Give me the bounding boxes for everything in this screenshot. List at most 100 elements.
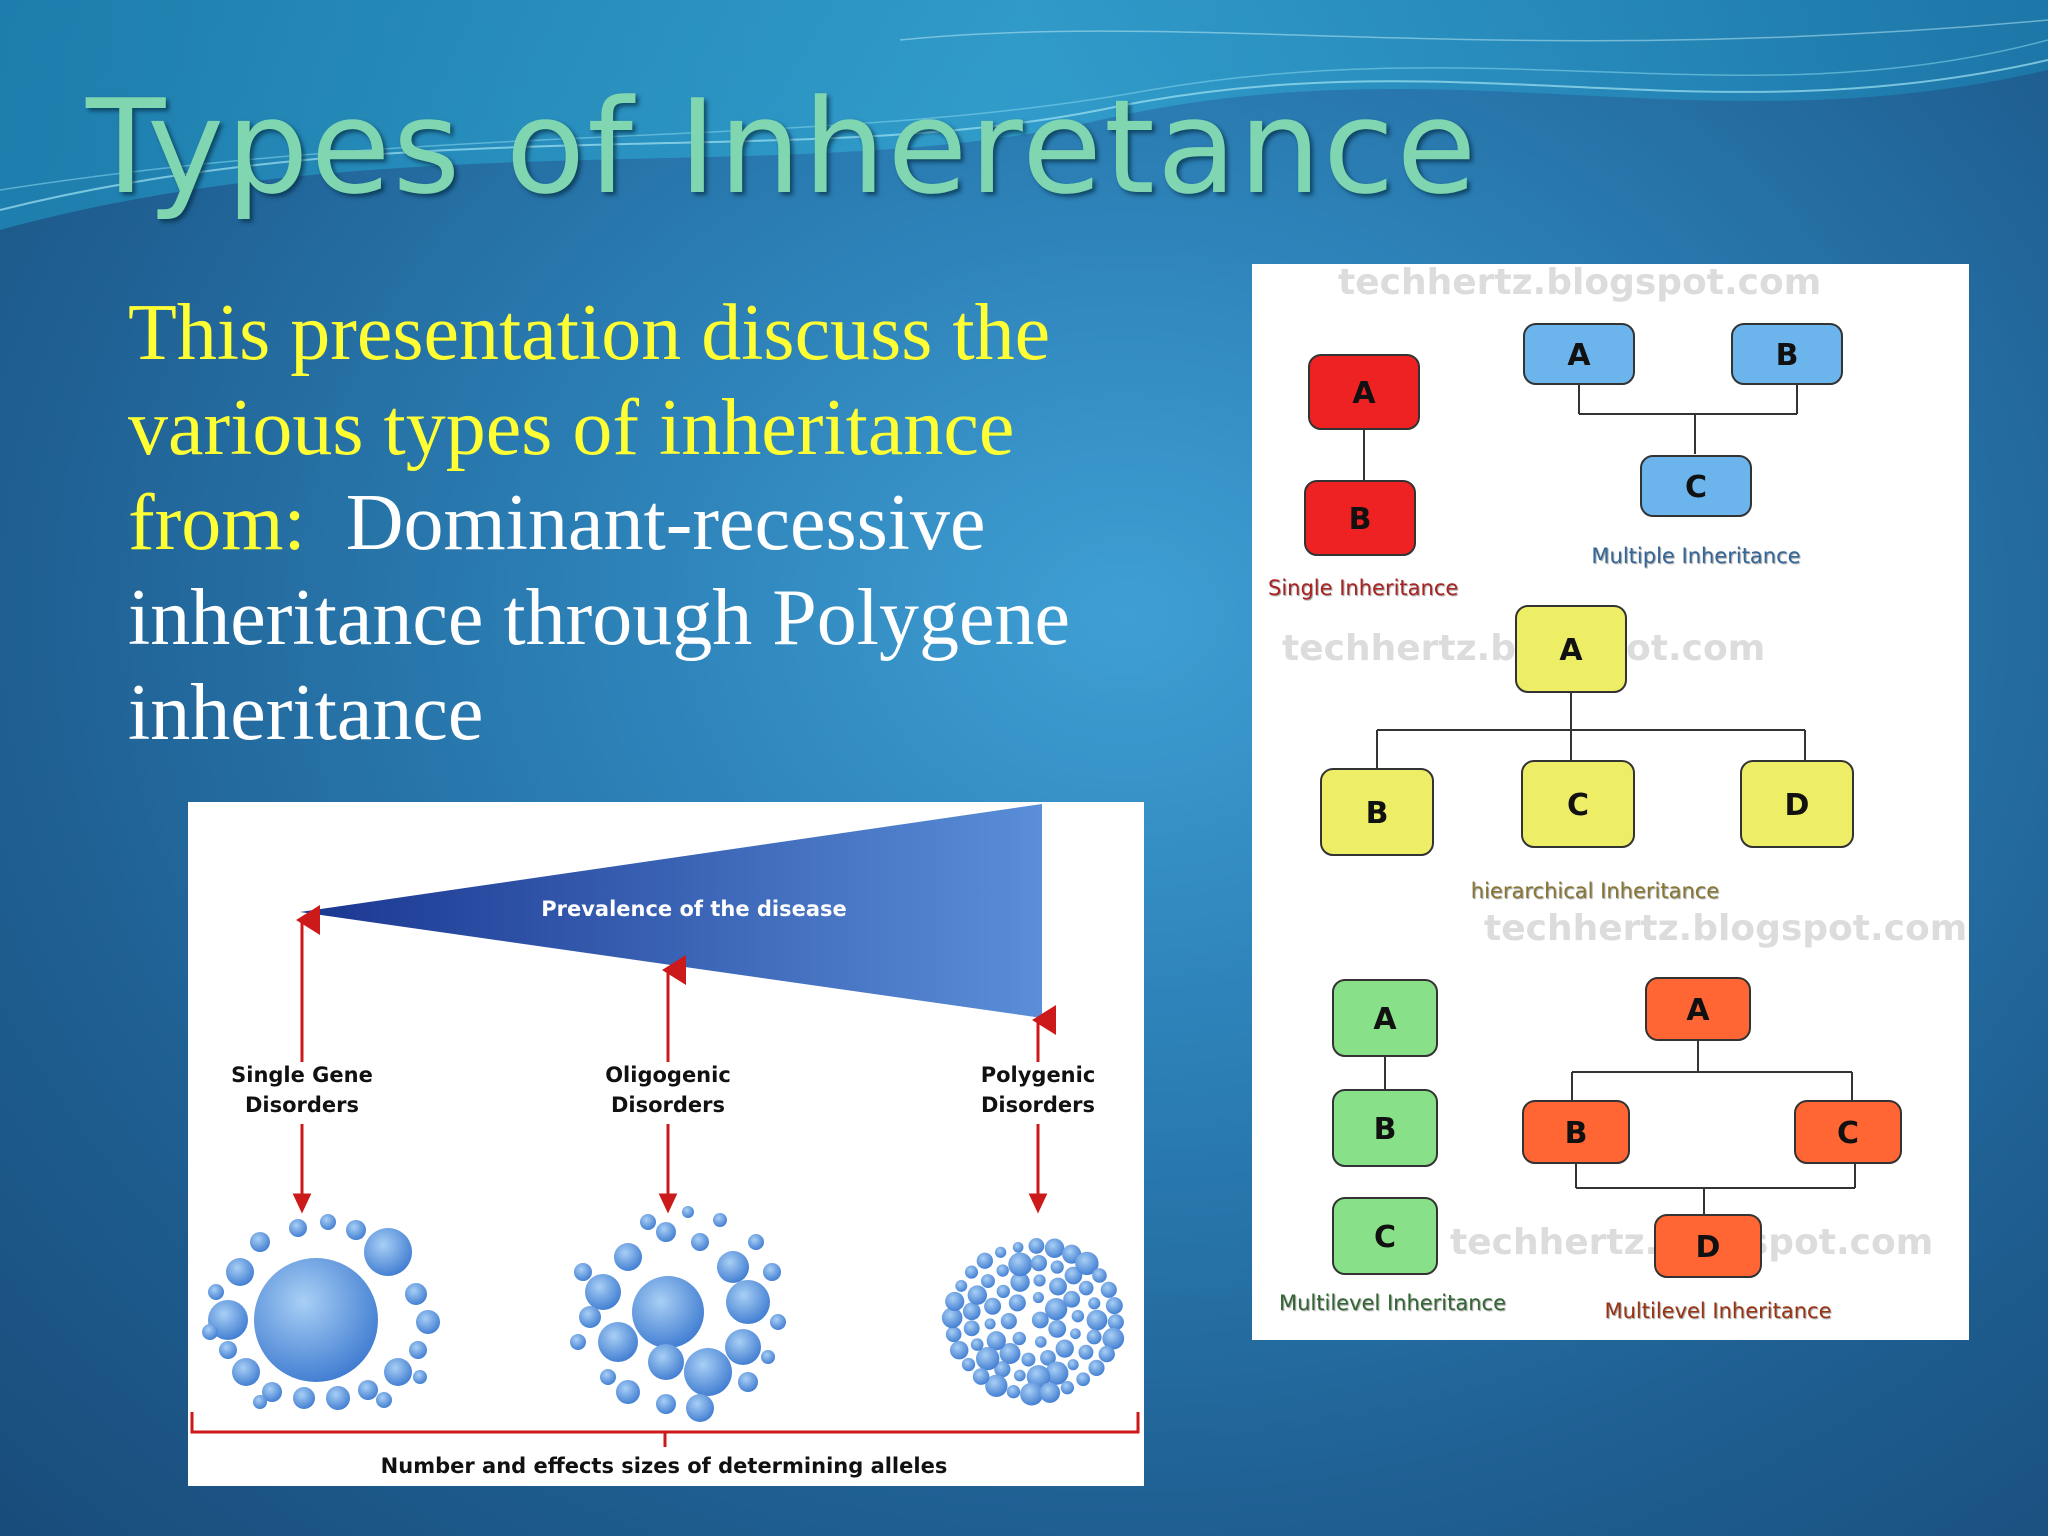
node-label: A [1567, 338, 1591, 373]
allele-bubble [985, 1318, 996, 1329]
allele-bubble [585, 1274, 621, 1310]
allele-bubble [984, 1298, 1001, 1315]
allele-bubble [1068, 1359, 1079, 1370]
multilevel-node-b: B [1333, 1090, 1437, 1166]
allele-bubble [409, 1341, 427, 1359]
allele-bubble [579, 1306, 601, 1328]
allele-bubble [981, 1274, 995, 1288]
node-label: B [1349, 502, 1372, 537]
allele-bubble [1092, 1268, 1107, 1283]
node-label: B [1366, 796, 1389, 831]
allele-bubble [968, 1285, 987, 1304]
allele-bubble [977, 1253, 993, 1269]
allele-bubble [640, 1214, 656, 1230]
allele-bubble [1108, 1314, 1124, 1330]
allele-bubble [713, 1213, 727, 1227]
node-label: A [1686, 993, 1710, 1028]
allele-bubble [995, 1247, 1006, 1258]
allele-bubble [1101, 1282, 1117, 1298]
allele-bubble [326, 1386, 350, 1410]
allele-bubble [1087, 1330, 1102, 1345]
allele-bubble [1051, 1260, 1064, 1273]
multiple-node-b: B [1732, 324, 1842, 384]
allele-bubble [748, 1234, 764, 1250]
diagram-caption: Multilevel Inheritance [1604, 1299, 1831, 1323]
diagram-caption: Multiple Inheritance [1591, 544, 1800, 568]
allele-bubble [963, 1302, 981, 1320]
allele-bubble [405, 1283, 427, 1305]
allele-bubble [973, 1368, 990, 1385]
allele-bubble [648, 1344, 684, 1380]
hybrid-node-a: A [1646, 978, 1750, 1040]
allele-bubble [202, 1324, 218, 1340]
allele-bubble [1013, 1242, 1024, 1253]
allele-bubble [1033, 1274, 1045, 1286]
allele-bubble [1048, 1320, 1066, 1338]
allele-bubble [614, 1243, 642, 1271]
allele-bubble [1072, 1310, 1084, 1322]
allele-bubble [1008, 1252, 1032, 1276]
diagram-caption: Multilevel Inheritance [1279, 1291, 1506, 1315]
node-label: A [1373, 1002, 1397, 1037]
allele-bubble [600, 1369, 616, 1385]
allele-bubble [955, 1280, 967, 1292]
allele-bubble [962, 1358, 975, 1371]
slide-body-text: This presentation discuss the various ty… [128, 286, 1188, 761]
hierarchical-node-d: D [1741, 761, 1853, 847]
allele-bubble [656, 1222, 676, 1242]
allele-bubble [413, 1370, 427, 1384]
allele-bubble [1049, 1278, 1067, 1296]
allele-bubble [684, 1348, 732, 1396]
wedge-label: Prevalence of the disease [541, 897, 847, 921]
node-label: D [1696, 1230, 1721, 1265]
node-label: A [1352, 376, 1376, 411]
category-label: Oligogenic [605, 1063, 731, 1087]
allele-bubble [1020, 1383, 1043, 1406]
allele-bubble [1076, 1372, 1090, 1386]
hybrid-node-d: D [1655, 1215, 1761, 1277]
allele-bubble [761, 1350, 775, 1364]
allele-bubble [570, 1334, 586, 1350]
allele-bubble [996, 1264, 1008, 1276]
category-label: Disorders [245, 1093, 359, 1117]
allele-bubble [232, 1358, 260, 1386]
node-label: B [1374, 1112, 1397, 1147]
slide-title: Types of Inheretance [86, 72, 1478, 222]
allele-bubble [1079, 1281, 1094, 1296]
allele-bubble [1078, 1345, 1093, 1360]
hierarchical-node-c: C [1522, 761, 1634, 847]
allele-bubble [686, 1394, 714, 1422]
allele-bubble [1013, 1332, 1026, 1345]
allele-bubble [656, 1394, 676, 1414]
diagram-caption: Single Inheritance [1268, 576, 1458, 600]
category-label: Polygenic [981, 1063, 1096, 1087]
allele-bubble [1031, 1255, 1047, 1271]
node-label: B [1776, 338, 1799, 373]
node-label: C [1374, 1220, 1396, 1255]
hierarchical-node-b: B [1321, 769, 1433, 855]
allele-bubble [226, 1258, 254, 1286]
watermark: techhertz.blogspot.com [1338, 264, 1821, 303]
node-label: C [1685, 470, 1707, 505]
multilevel-node-c: C [1333, 1198, 1437, 1274]
allele-bubble [1087, 1310, 1108, 1331]
allele-bubble [1035, 1336, 1047, 1348]
allele-bubble [320, 1214, 336, 1230]
single-node-b: B [1305, 481, 1415, 555]
allele-bubble [1007, 1385, 1020, 1398]
allele-bubble [946, 1327, 962, 1343]
down-arrow-head [661, 1195, 675, 1210]
down-arrow-head [1031, 1195, 1045, 1210]
allele-bubble [1029, 1238, 1045, 1254]
allele-bubble [219, 1341, 237, 1359]
inheritance-types-diagram: techhertz.blogspot.com techhertz.blogspo… [1252, 264, 1969, 1340]
hybrid-node-c: C [1795, 1101, 1901, 1163]
allele-bubble [691, 1233, 709, 1251]
allele-bubbles [202, 1206, 1124, 1422]
multiple-node-a: A [1524, 324, 1634, 384]
allele-bubble [1106, 1297, 1123, 1314]
allele-bubble [717, 1251, 749, 1283]
watermark: techhertz.blogspot.com [1484, 908, 1967, 949]
allele-bubble [1040, 1382, 1060, 1402]
